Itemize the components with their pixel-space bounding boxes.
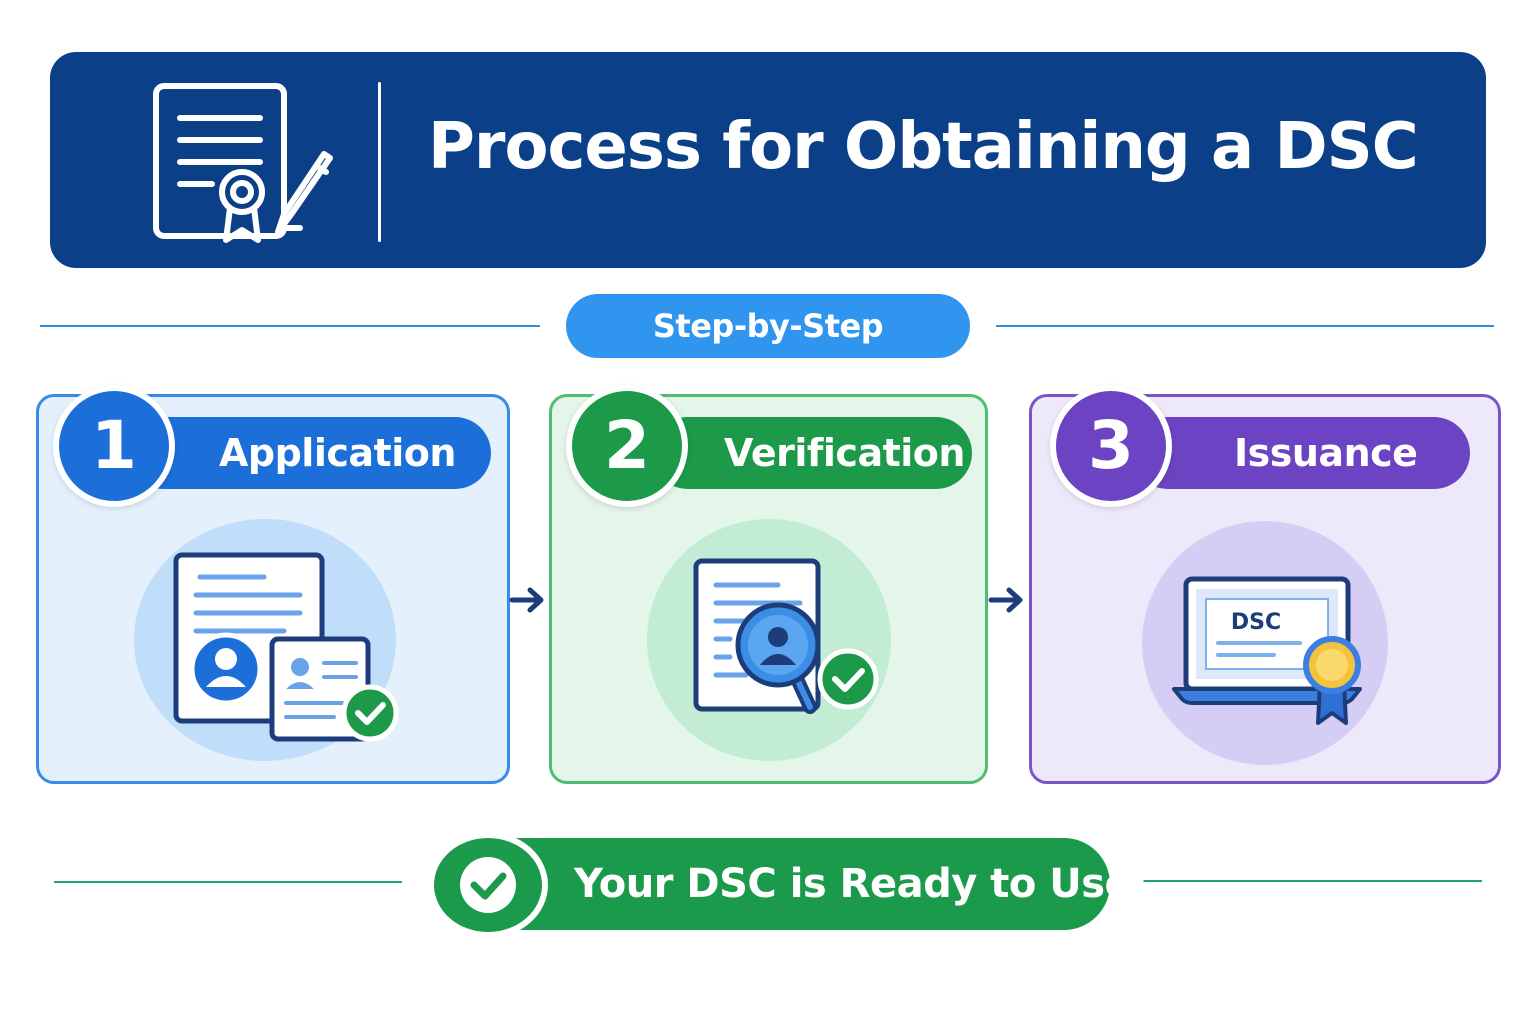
document-magnifier-verify-icon: [693, 558, 879, 714]
step-card-verification: Verification 2: [549, 385, 988, 784]
subtitle-badge: Step-by-Step: [566, 294, 970, 358]
screen-label: DSC: [1231, 610, 1281, 635]
step-label: Application: [219, 431, 456, 475]
header-divider: [378, 82, 381, 242]
footer-rule-right: [1138, 880, 1482, 882]
laptop-certificate-badge-icon: DSC: [1172, 576, 1362, 725]
step-label: Issuance: [1234, 431, 1418, 475]
step-number-badge: 2: [566, 385, 688, 507]
arrow-right-icon: [988, 587, 1023, 613]
step-label-pill: Issuance: [1132, 417, 1470, 489]
step-number-badge: 1: [53, 385, 175, 507]
step-label-pill: Application: [127, 417, 491, 489]
arrow-right-icon: [509, 587, 544, 613]
completion-banner: Your DSC is Ready to Use!: [462, 838, 1149, 930]
step-label-pill: Verification: [652, 417, 972, 489]
check-circle-icon: [428, 832, 548, 938]
header-banner: Process for Obtaining a DSC: [50, 52, 1486, 268]
step-label: Verification: [724, 431, 965, 475]
step-card-issuance: Issuance 3 DSC: [1029, 385, 1501, 784]
page-title: Process for Obtaining a DSC: [428, 110, 1419, 184]
certificate-document-pen-icon: [153, 83, 333, 243]
subtitle-rule-left: [40, 325, 540, 327]
step-number-badge: 3: [1050, 385, 1172, 507]
completion-label: Your DSC is Ready to Use!: [574, 861, 1149, 907]
step-card-application: Application 1: [36, 385, 510, 784]
subtitle-rule-right: [996, 325, 1494, 327]
application-form-id-icon: [173, 552, 399, 742]
footer-rule-left: [54, 881, 402, 883]
